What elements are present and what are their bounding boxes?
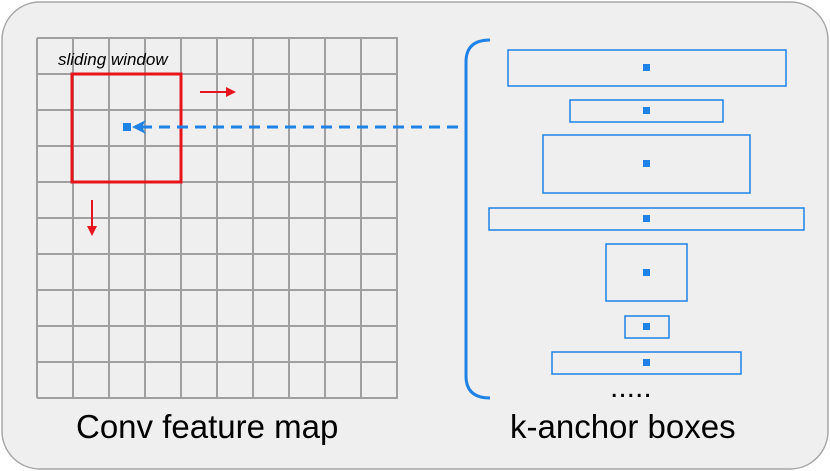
anchor-center-point: [643, 107, 650, 114]
anchor-box: [605, 243, 688, 302]
anchor-center-point: [643, 64, 650, 71]
anchor-centers: [643, 64, 650, 366]
window-center-point: [123, 123, 131, 131]
anchor-box: [624, 315, 670, 339]
feature-map-label: Conv feature map: [76, 408, 338, 445]
feature-map-grid: [36, 37, 398, 399]
anchor-box: [542, 134, 751, 194]
curly-brace-icon: [464, 38, 491, 400]
anchor-center-point: [643, 215, 650, 222]
anchor-boxes-group: [488, 49, 805, 375]
anchor-ellipsis: .....: [610, 371, 652, 404]
anchor-box: [551, 351, 742, 375]
anchor-center-point: [643, 160, 650, 167]
anchor-box: [507, 49, 787, 87]
anchor-center-point: [643, 359, 650, 366]
anchor-box: [488, 207, 805, 231]
anchor-center-point: [643, 323, 650, 330]
anchor-boxes-label: k-anchor boxes: [510, 408, 736, 445]
anchor-box: [569, 99, 724, 123]
anchor-center-point: [643, 269, 650, 276]
sliding-window-label: sliding window: [58, 50, 169, 69]
